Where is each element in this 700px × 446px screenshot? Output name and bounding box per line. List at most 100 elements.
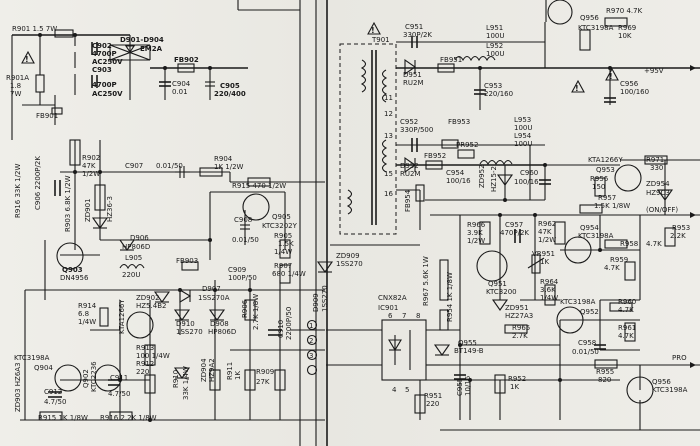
label-r913: R913 bbox=[136, 344, 154, 352]
transformer-secondary-1 bbox=[381, 69, 388, 103]
label-r913-value: 100 1/4W bbox=[136, 352, 170, 360]
label-r959: R959 bbox=[610, 256, 628, 264]
label-r966: R966 bbox=[467, 221, 486, 229]
zener-zd951 bbox=[491, 299, 509, 311]
label-zd952-type: HZ15-2 bbox=[490, 166, 498, 192]
label-zd909: ZD909 bbox=[336, 252, 360, 260]
thyristor-q955 bbox=[433, 344, 451, 356]
label-r956-value: 150 bbox=[592, 183, 605, 191]
label-c905-value: 220/400 bbox=[214, 90, 246, 98]
label-c904-value: 0.01 bbox=[172, 88, 188, 96]
label-r966-value: 3.9K bbox=[467, 229, 483, 237]
label-q954-type: KTC3198A bbox=[578, 232, 614, 240]
label-c955: C955 bbox=[456, 378, 464, 396]
label-r966-watt: 1/2W bbox=[467, 237, 485, 245]
label-pro: PRO bbox=[672, 354, 687, 362]
warning-mark-3: ! bbox=[609, 72, 613, 81]
label-q904: Q904 bbox=[34, 364, 53, 372]
label-q905: Q905 bbox=[272, 213, 291, 221]
diode-d907 bbox=[179, 289, 192, 303]
transistor-q905 bbox=[242, 193, 270, 221]
label-vr951: VR951 bbox=[532, 250, 555, 258]
label-r901a-value: 1.8 bbox=[10, 82, 21, 90]
label-zd901: ZD901 bbox=[84, 198, 92, 222]
label-c903-value: 4700P bbox=[92, 81, 117, 89]
label-c951-value: 330P/2K bbox=[403, 31, 432, 39]
label-r901a: R901A bbox=[6, 74, 29, 82]
capacitor-c910 bbox=[268, 329, 282, 336]
label-c907-value: 0.01/50 bbox=[156, 162, 183, 170]
ferrite-fb903 bbox=[181, 261, 199, 271]
label-r953-value: 2.2K bbox=[670, 232, 686, 240]
label-r905: R905 bbox=[274, 232, 292, 240]
label-r951: R951 bbox=[424, 392, 442, 400]
label-pin-6: 6 bbox=[388, 312, 393, 320]
trimmer-vr951 bbox=[527, 254, 545, 274]
label-r912-value: 220 bbox=[136, 368, 149, 376]
label-r907: R907 bbox=[274, 262, 292, 270]
zener-zd909 bbox=[316, 261, 334, 273]
label-l905-value: 220U bbox=[122, 271, 140, 279]
label-r906-value: 2.7K 1/8W bbox=[252, 294, 260, 330]
label-d906-type: HP806D bbox=[122, 243, 150, 251]
label-q955: Q955 bbox=[458, 339, 477, 347]
label-pin-2: 2 bbox=[309, 337, 313, 345]
label-d908-type: HP806D bbox=[208, 328, 236, 336]
capacitor-c902 bbox=[91, 42, 98, 55]
fuse-pr952 bbox=[457, 149, 475, 159]
label-zd901-type: HZ36-3 bbox=[106, 196, 114, 222]
capacitor-c911 bbox=[108, 379, 120, 386]
resistor-r966 bbox=[479, 221, 491, 245]
zener-zd904 bbox=[173, 367, 191, 379]
resistor-r915b bbox=[39, 411, 63, 421]
label-r901: R901 1.5 7W bbox=[12, 25, 57, 33]
label-q955-type: BT149-B bbox=[454, 347, 484, 355]
label-c910: C910 bbox=[277, 320, 285, 338]
label-l954-value: 100U bbox=[514, 140, 532, 148]
label-r961-value: 4.7K bbox=[618, 332, 634, 340]
wiring bbox=[11, 0, 700, 446]
resistor-r957 bbox=[579, 204, 603, 214]
zener-zd902 bbox=[153, 291, 171, 303]
capacitor-c955 bbox=[454, 374, 466, 380]
resistor-r956 bbox=[594, 177, 606, 197]
label-zd902-type: HZ5.4B2 bbox=[136, 302, 166, 310]
label-c952: C952 bbox=[400, 118, 418, 126]
label-r911-value: 1K bbox=[234, 371, 242, 380]
label-pin-7: 7 bbox=[402, 312, 406, 320]
resistor-r958 bbox=[604, 239, 628, 249]
transistor-q904 bbox=[54, 364, 82, 392]
label-pin-4: 4 bbox=[392, 386, 397, 394]
label-c911-value: 4.7/50 bbox=[108, 390, 130, 398]
ferrite-fb952 bbox=[425, 160, 443, 170]
label-r971-value: 330 bbox=[650, 164, 663, 172]
resistor-r964 bbox=[544, 284, 556, 306]
label-zd902: ZD902 bbox=[136, 294, 160, 302]
resistor-r905 bbox=[279, 239, 291, 259]
label-c911: C911 bbox=[110, 374, 128, 382]
label-zd951-type: HZ27A3 bbox=[505, 312, 533, 320]
label-kta1266: KTA1266Y bbox=[588, 156, 623, 164]
label-r915: R915 470 1/2W bbox=[232, 182, 286, 190]
label-c954-value: 100/16 bbox=[446, 177, 471, 185]
resistor-r910 bbox=[209, 369, 221, 391]
transistor-q903 bbox=[56, 242, 84, 270]
resistor-r901a bbox=[35, 74, 45, 93]
label-tap-12: 12 bbox=[384, 110, 393, 118]
label-r964: R964 bbox=[540, 278, 559, 286]
capacitor-c952 bbox=[411, 138, 418, 152]
resistor-r954 bbox=[439, 309, 449, 331]
label-q904-type: KTC3198A bbox=[14, 354, 50, 362]
label-r916b: R916 2.2K 1/8W bbox=[100, 414, 157, 422]
label-d907: D907 bbox=[202, 285, 221, 293]
label-r962-value: 47K bbox=[538, 228, 552, 236]
label-ic901: IC901 bbox=[378, 304, 398, 312]
label-r914: R914 bbox=[78, 302, 97, 310]
resistor-r904 bbox=[199, 167, 223, 177]
label-d951: D951 bbox=[403, 71, 422, 79]
label-zd904-type: HZ9A2 bbox=[208, 358, 216, 382]
label-r906: R906 bbox=[241, 299, 249, 318]
bridge-d901 bbox=[124, 45, 136, 53]
label-r903: R903 6.8K 1/2W bbox=[64, 175, 72, 232]
